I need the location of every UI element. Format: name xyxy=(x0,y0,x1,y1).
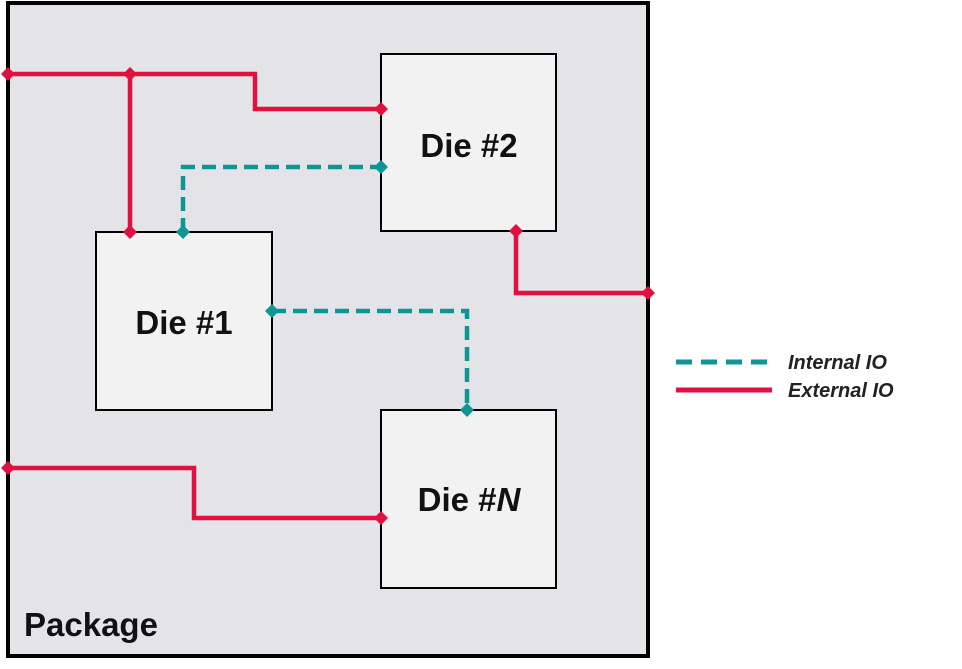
external-pin xyxy=(641,286,655,300)
die-1-label: Die #1 xyxy=(135,304,232,341)
internal-io-lines xyxy=(180,164,470,410)
die-n-label-suffix: N xyxy=(497,481,522,518)
external-io-lines xyxy=(8,71,648,521)
die-n-label-prefix: Die # xyxy=(418,481,497,518)
external-pin xyxy=(123,67,137,81)
external-pin xyxy=(123,225,137,239)
internal-pin xyxy=(176,225,190,239)
legend-internal-label: Internal IO xyxy=(788,352,887,374)
die-n-label: Die #N xyxy=(418,481,522,518)
die-2-label: Die #2 xyxy=(420,127,517,164)
internal-pin xyxy=(374,160,388,174)
external-pin xyxy=(509,224,523,238)
external-pin xyxy=(374,511,388,525)
legend: Internal IO External IO xyxy=(676,352,894,402)
die-1-box xyxy=(95,231,273,411)
internal-pin xyxy=(265,304,279,318)
external-io-line-left-to-die2 xyxy=(8,71,381,112)
die-2-box xyxy=(380,53,557,232)
internal-io-pins xyxy=(176,160,474,417)
external-io-pins xyxy=(1,67,655,525)
internal-pin xyxy=(460,403,474,417)
package-label: Package xyxy=(24,606,158,643)
external-pin xyxy=(374,102,388,116)
external-io-line-die2-to-right xyxy=(513,231,648,296)
external-pin xyxy=(1,461,15,475)
external-pin xyxy=(1,67,15,81)
external-io-line-left-to-dieN xyxy=(8,465,381,521)
internal-io-line-die1-to-die2 xyxy=(180,164,381,232)
legend-external-label: External IO xyxy=(788,380,894,402)
internal-io-line-die1-to-dieN xyxy=(272,308,470,410)
